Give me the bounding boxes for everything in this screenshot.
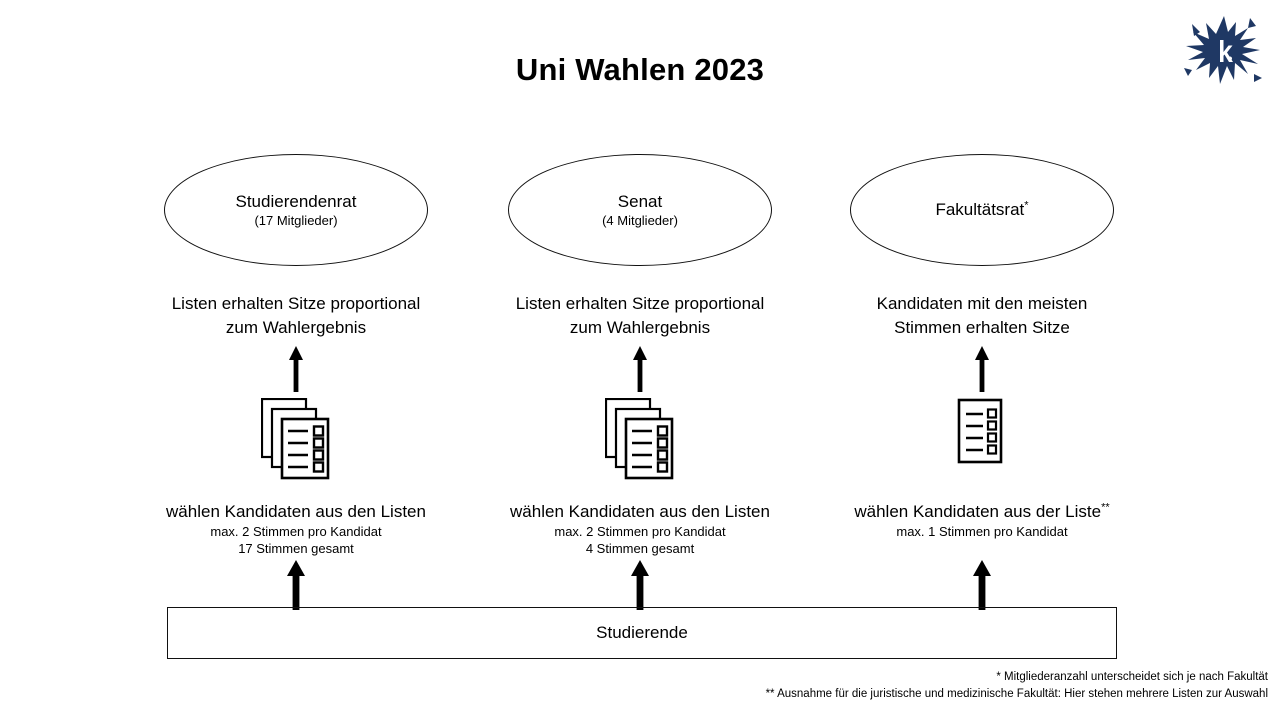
- base-box-label: Studierende: [596, 623, 688, 642]
- base-box-studierende: Studierende: [167, 607, 1117, 659]
- arrow-up-from-base-icon: [971, 560, 993, 610]
- action-sub-line-2: 17 Stimmen gesamt: [238, 541, 354, 556]
- body-ellipse-content: Studierendenrat (17 Mitglieder): [165, 155, 427, 265]
- footnote-1: * Mitgliederanzahl unterscheidet sich je…: [996, 671, 1268, 683]
- column-studierendenrat: Studierendenrat (17 Mitglieder) Listen e…: [124, 0, 468, 720]
- action-text-senat: wählen Kandidaten aus den Listen max. 2 …: [456, 500, 824, 557]
- rule-text-line-1: Listen erhalten Sitze proportional: [515, 294, 765, 313]
- rule-text-line-2: zum Wahlergebnis: [569, 318, 711, 337]
- rule-text-line-2: zum Wahlergebnis: [225, 318, 367, 337]
- action-main-text: wählen Kandidaten aus den Listen: [166, 502, 426, 521]
- ballot-paper-single-icon: [957, 398, 1007, 470]
- action-text-studierendenrat: wählen Kandidaten aus den Listen max. 2 …: [112, 500, 480, 557]
- arrow-up-from-base-icon: [629, 560, 651, 610]
- action-main-text: wählen Kandidaten aus den Listen: [510, 502, 770, 521]
- action-sub-line-1: max. 2 Stimmen pro Kandidat: [210, 524, 382, 539]
- body-title: Senat: [618, 192, 662, 212]
- footnotes: * Mitgliederanzahl unterscheidet sich je…: [368, 669, 1268, 703]
- column-fakultaetsrat: Fakultätsrat* Kandidaten mit den meisten…: [810, 0, 1154, 720]
- body-ellipse-fakultaetsrat: Fakultätsrat*: [850, 154, 1114, 266]
- body-subtitle: (17 Mitglieder): [254, 212, 338, 228]
- body-ellipse-studierendenrat: Studierendenrat (17 Mitglieder): [164, 154, 428, 266]
- body-title: Fakultätsrat*: [935, 198, 1029, 220]
- column-senat: Senat (4 Mitglieder) Listen erhalten Sit…: [468, 0, 812, 720]
- action-sub-line-2: 4 Stimmen gesamt: [585, 541, 695, 556]
- body-title-text: Studierendenrat: [235, 191, 357, 211]
- body-title-text: Senat: [617, 191, 663, 211]
- footnote-2: ** Ausnahme für die juristische und medi…: [765, 688, 1268, 700]
- rule-text-fakultaetsrat: Kandidaten mit den meisten Stimmen erhal…: [810, 292, 1154, 340]
- rule-text-studierendenrat: Listen erhalten Sitze proportional zum W…: [124, 292, 468, 340]
- page-title: Uni Wahlen 2023: [515, 52, 765, 87]
- arrow-up-to-body-icon: [631, 346, 649, 392]
- rule-text-line-1: Listen erhalten Sitze proportional: [171, 294, 421, 313]
- action-main-label: wählen Kandidaten aus den Listen: [456, 500, 824, 523]
- rule-text-line-2: Stimmen erhalten Sitze: [894, 318, 1070, 337]
- action-sub-line-1: max. 1 Stimmen pro Kandidat: [896, 524, 1068, 539]
- arrow-up-from-base-icon: [285, 560, 307, 610]
- action-main-label: wählen Kandidaten aus der Liste**: [798, 500, 1166, 523]
- arrow-up-to-body-icon: [287, 346, 305, 392]
- body-title-superscript: *: [1024, 198, 1029, 211]
- action-main-superscript: **: [1101, 501, 1110, 514]
- body-title: Studierendenrat: [236, 192, 357, 212]
- arrow-up-to-body-icon: [973, 346, 991, 392]
- action-text-fakultaetsrat: wählen Kandidaten aus der Liste** max. 1…: [798, 500, 1166, 540]
- body-title-text: Fakultätsrat: [935, 199, 1025, 219]
- action-sub-line-1: max. 2 Stimmen pro Kandidat: [554, 524, 726, 539]
- university-splatter-logo-icon: [1180, 12, 1266, 90]
- body-subtitle: (4 Mitglieder): [602, 212, 678, 228]
- ballot-papers-stack-icon: [260, 397, 331, 480]
- body-ellipse-content: Fakultätsrat*: [851, 155, 1113, 265]
- rule-text-line-1: Kandidaten mit den meisten: [876, 294, 1088, 313]
- action-main-label: wählen Kandidaten aus den Listen: [112, 500, 480, 523]
- body-ellipse-content: Senat (4 Mitglieder): [509, 155, 771, 265]
- body-ellipse-senat: Senat (4 Mitglieder): [508, 154, 772, 266]
- action-main-text: wählen Kandidaten aus der Liste: [854, 502, 1102, 521]
- rule-text-senat: Listen erhalten Sitze proportional zum W…: [468, 292, 812, 340]
- ballot-papers-stack-icon: [604, 397, 675, 480]
